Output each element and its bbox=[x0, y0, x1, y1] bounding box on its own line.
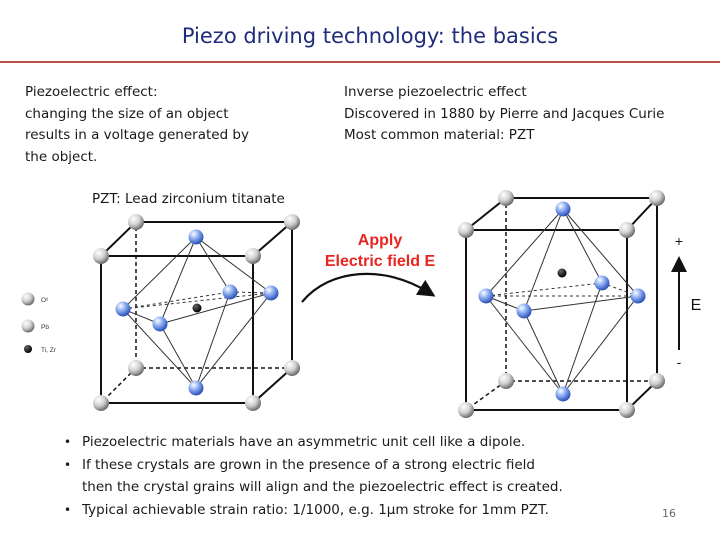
piezoelectric-effect-text: Piezoelectric effect: changing the size … bbox=[25, 82, 249, 168]
bullet-item: Piezoelectric materials have an asymmetr… bbox=[64, 431, 563, 454]
ti-zr-atom bbox=[557, 268, 567, 278]
oxygen-atom bbox=[115, 301, 131, 317]
oxygen-atom bbox=[263, 285, 279, 301]
oxygen-atom bbox=[188, 380, 204, 396]
bullet-item: If these crystals are grown in the prese… bbox=[64, 454, 563, 477]
bullet-list: Piezoelectric materials have an asymmetr… bbox=[64, 431, 563, 521]
corner-atoms bbox=[458, 190, 665, 418]
ti-zr-legend-icon bbox=[24, 345, 32, 353]
slide-title: Piezo driving technology: the basics bbox=[181, 24, 559, 48]
pb-atom bbox=[649, 373, 665, 389]
inverse-effect-text: Inverse piezoelectric effect Discovered … bbox=[344, 82, 664, 147]
pb-atom bbox=[284, 360, 300, 376]
text-line: Most common material: PZT bbox=[344, 127, 535, 143]
pzt-caption: PZT: Lead zirconium titanate bbox=[92, 191, 285, 207]
pb-atom bbox=[458, 222, 474, 238]
oxygen-atom bbox=[555, 201, 571, 217]
field-plus-label: + bbox=[675, 233, 683, 249]
legend-label-pb: Pb bbox=[41, 324, 49, 331]
text-line: Discovered in 1880 by Pierre and Jacques… bbox=[344, 105, 665, 122]
text-line: the object. bbox=[25, 148, 98, 165]
oxygen-atom bbox=[222, 284, 238, 300]
text-line: Inverse piezoelectric effect bbox=[344, 84, 527, 100]
transition-arrow bbox=[301, 272, 436, 303]
legend-label-oxygen: O² bbox=[41, 297, 49, 304]
text-line: changing the size of an object bbox=[25, 105, 229, 122]
field-e-label: E bbox=[691, 297, 702, 314]
corner-atoms bbox=[93, 214, 300, 411]
oxygen-atom bbox=[188, 229, 204, 245]
pb-atom bbox=[93, 248, 109, 264]
oxygen-atom bbox=[152, 316, 168, 332]
cubic-unit-cell bbox=[93, 214, 300, 411]
oxygen-atom bbox=[555, 386, 571, 402]
legend-label-ti-zr: Ti, Zr bbox=[41, 347, 57, 354]
oxygen-atoms bbox=[115, 229, 279, 396]
title-divider bbox=[0, 61, 720, 63]
pb-atom bbox=[245, 248, 261, 264]
oxygen-atom bbox=[630, 288, 646, 304]
oxygen-atom bbox=[516, 303, 532, 319]
pb-atom bbox=[93, 395, 109, 411]
pb-atom bbox=[649, 190, 665, 206]
electric-field-label: Electric field E bbox=[325, 253, 436, 270]
pb-atom bbox=[458, 402, 474, 418]
pb-atom bbox=[128, 214, 144, 230]
pb-atom bbox=[245, 395, 261, 411]
pb-atom bbox=[498, 373, 514, 389]
oxygen-atom bbox=[594, 275, 610, 291]
tetragonal-unit-cell bbox=[458, 190, 665, 418]
pb-atom bbox=[128, 360, 144, 376]
oxygen-atom bbox=[478, 288, 494, 304]
text-line: Piezoelectric effect: bbox=[25, 84, 158, 100]
oxygen-atoms bbox=[478, 201, 646, 402]
apply-label: Apply bbox=[358, 232, 403, 249]
oxygen-legend-icon bbox=[21, 292, 35, 306]
pb-atom bbox=[619, 402, 635, 418]
text-line: results in a voltage generated by bbox=[25, 127, 249, 143]
pb-atom bbox=[498, 190, 514, 206]
pb-atom bbox=[284, 214, 300, 230]
pb-atom bbox=[619, 222, 635, 238]
page-number: 16 bbox=[662, 507, 676, 520]
bullet-item: Typical achievable strain ratio: 1/1000,… bbox=[64, 499, 563, 522]
pb-legend-icon bbox=[21, 319, 35, 333]
field-minus-label: - bbox=[677, 354, 682, 370]
ti-zr-atom bbox=[192, 303, 202, 313]
bullet-item-continuation: then the crystal grains will align and t… bbox=[82, 479, 563, 495]
atom-legend: O² Pb Ti, Zr bbox=[21, 292, 57, 354]
